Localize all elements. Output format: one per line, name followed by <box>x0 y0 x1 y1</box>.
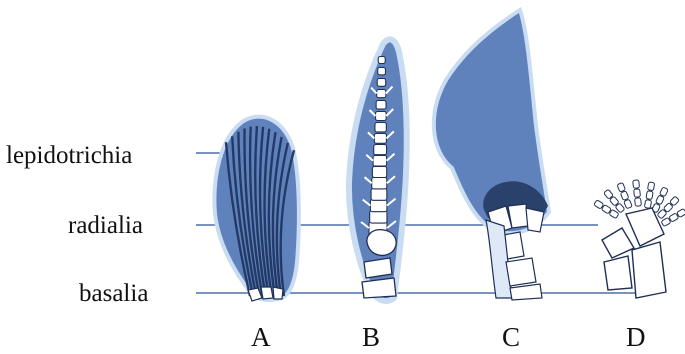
fin-c <box>434 10 549 300</box>
fin-b <box>349 39 407 301</box>
fin-b-axis-segment <box>377 90 386 98</box>
fin-b-axis-segment <box>371 189 387 201</box>
fin-b-axis-segment <box>372 178 387 189</box>
fin-d-digit-segment <box>655 195 664 205</box>
fin-b-axis-segment <box>372 167 386 178</box>
fin-d-digit-segment <box>644 200 651 209</box>
fin-b-axis-segment <box>370 211 387 224</box>
fin-d-digit-segment <box>634 189 641 198</box>
fin-d-digit-segment <box>617 182 626 192</box>
fin-b-axis-segment <box>374 145 387 155</box>
fin-a <box>214 117 298 301</box>
caption-b: B <box>362 322 380 352</box>
fin-d-digit-segment <box>659 187 668 197</box>
fin-b-axis-segment <box>377 79 385 87</box>
caption-a: A <box>251 322 271 352</box>
caption-d: D <box>626 322 646 352</box>
label-radialia: radialia <box>68 212 143 239</box>
fin-b-axis-segment <box>376 101 386 110</box>
fin-b-axis-segment <box>378 57 385 64</box>
fin-d-basalia <box>602 208 666 298</box>
label-basalia: basalia <box>79 280 148 307</box>
fin-d-digit-segment <box>624 199 633 209</box>
fin-b-axis-segment <box>376 112 387 121</box>
fin-b-axis-segment <box>378 68 386 75</box>
fin-d-digit-segment <box>633 180 640 189</box>
fin-b-axis-segment <box>370 200 387 212</box>
fin-a-basalia <box>248 287 283 301</box>
fin-d-digit-segment <box>620 191 629 201</box>
fin-d <box>594 180 685 298</box>
fin-b-axis-segment <box>375 123 386 132</box>
fin-b-axis-segment <box>373 156 387 167</box>
fin-b-basalia <box>362 230 396 298</box>
fin-d-digit-segment <box>647 182 654 191</box>
caption-c: C <box>502 322 520 352</box>
fin-d-digit-segment <box>646 191 653 200</box>
fin-b-axis-segment <box>374 134 386 144</box>
label-lepidotrichia: lepidotrichia <box>6 142 132 169</box>
fin-d-digit-segment <box>635 198 642 207</box>
